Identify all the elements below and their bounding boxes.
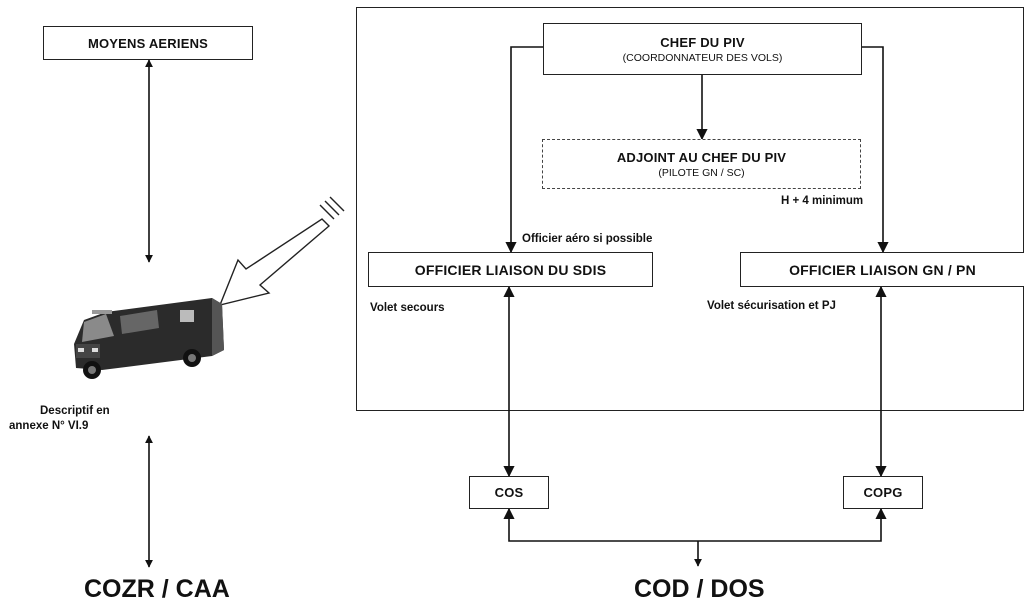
cos-box: COS [469,476,549,509]
copg-label: COPG [863,485,902,500]
descriptif-line-1: Descriptif en [40,405,110,417]
volet-secours-note: Volet secours [370,302,445,314]
chef-piv-box: CHEF DU PIV (COORDONNATEUR DES VOLS) [543,23,862,75]
adjoint-subtitle: (PILOTE GN / SC) [658,167,744,179]
adjoint-title: ADJOINT AU CHEF DU PIV [617,150,786,165]
chef-piv-subtitle: (COORDONNATEUR DES VOLS) [623,52,783,64]
volet-securisation-note: Volet sécurisation et PJ [707,300,836,312]
liaison-sdis-label: OFFICIER LIAISON DU SDIS [415,262,606,278]
h-plus-note: H + 4 minimum [781,195,863,207]
adjoint-box: ADJOINT AU CHEF DU PIV (PILOTE GN / SC) [542,139,861,189]
cos-label: COS [495,485,524,500]
copg-box: COPG [843,476,923,509]
moyens-aeriens-label: MOYENS AERIENS [88,36,208,51]
liaison-gn-box: OFFICIER LIAISON GN / PN [740,252,1024,287]
hollow-arrow-icon [220,197,344,305]
command-vehicle-icon [62,282,232,392]
arrow-chef-sdis [511,47,543,252]
liaison-sdis-box: OFFICIER LIAISON DU SDIS [368,252,653,287]
arrow-chef-gn [862,47,883,252]
liaison-gn-label: OFFICIER LIAISON GN / PN [789,262,976,278]
line-cos-copg-bottom [509,509,881,541]
cozr-caa-title: COZR / CAA [84,575,230,604]
descriptif-line-2: annexe N° VI.9 [9,420,88,432]
moyens-aeriens-box: MOYENS AERIENS [43,26,253,60]
chef-piv-title: CHEF DU PIV [660,35,745,50]
officier-aero-note: Officier aéro si possible [522,233,652,245]
cod-dos-title: COD / DOS [634,575,765,604]
